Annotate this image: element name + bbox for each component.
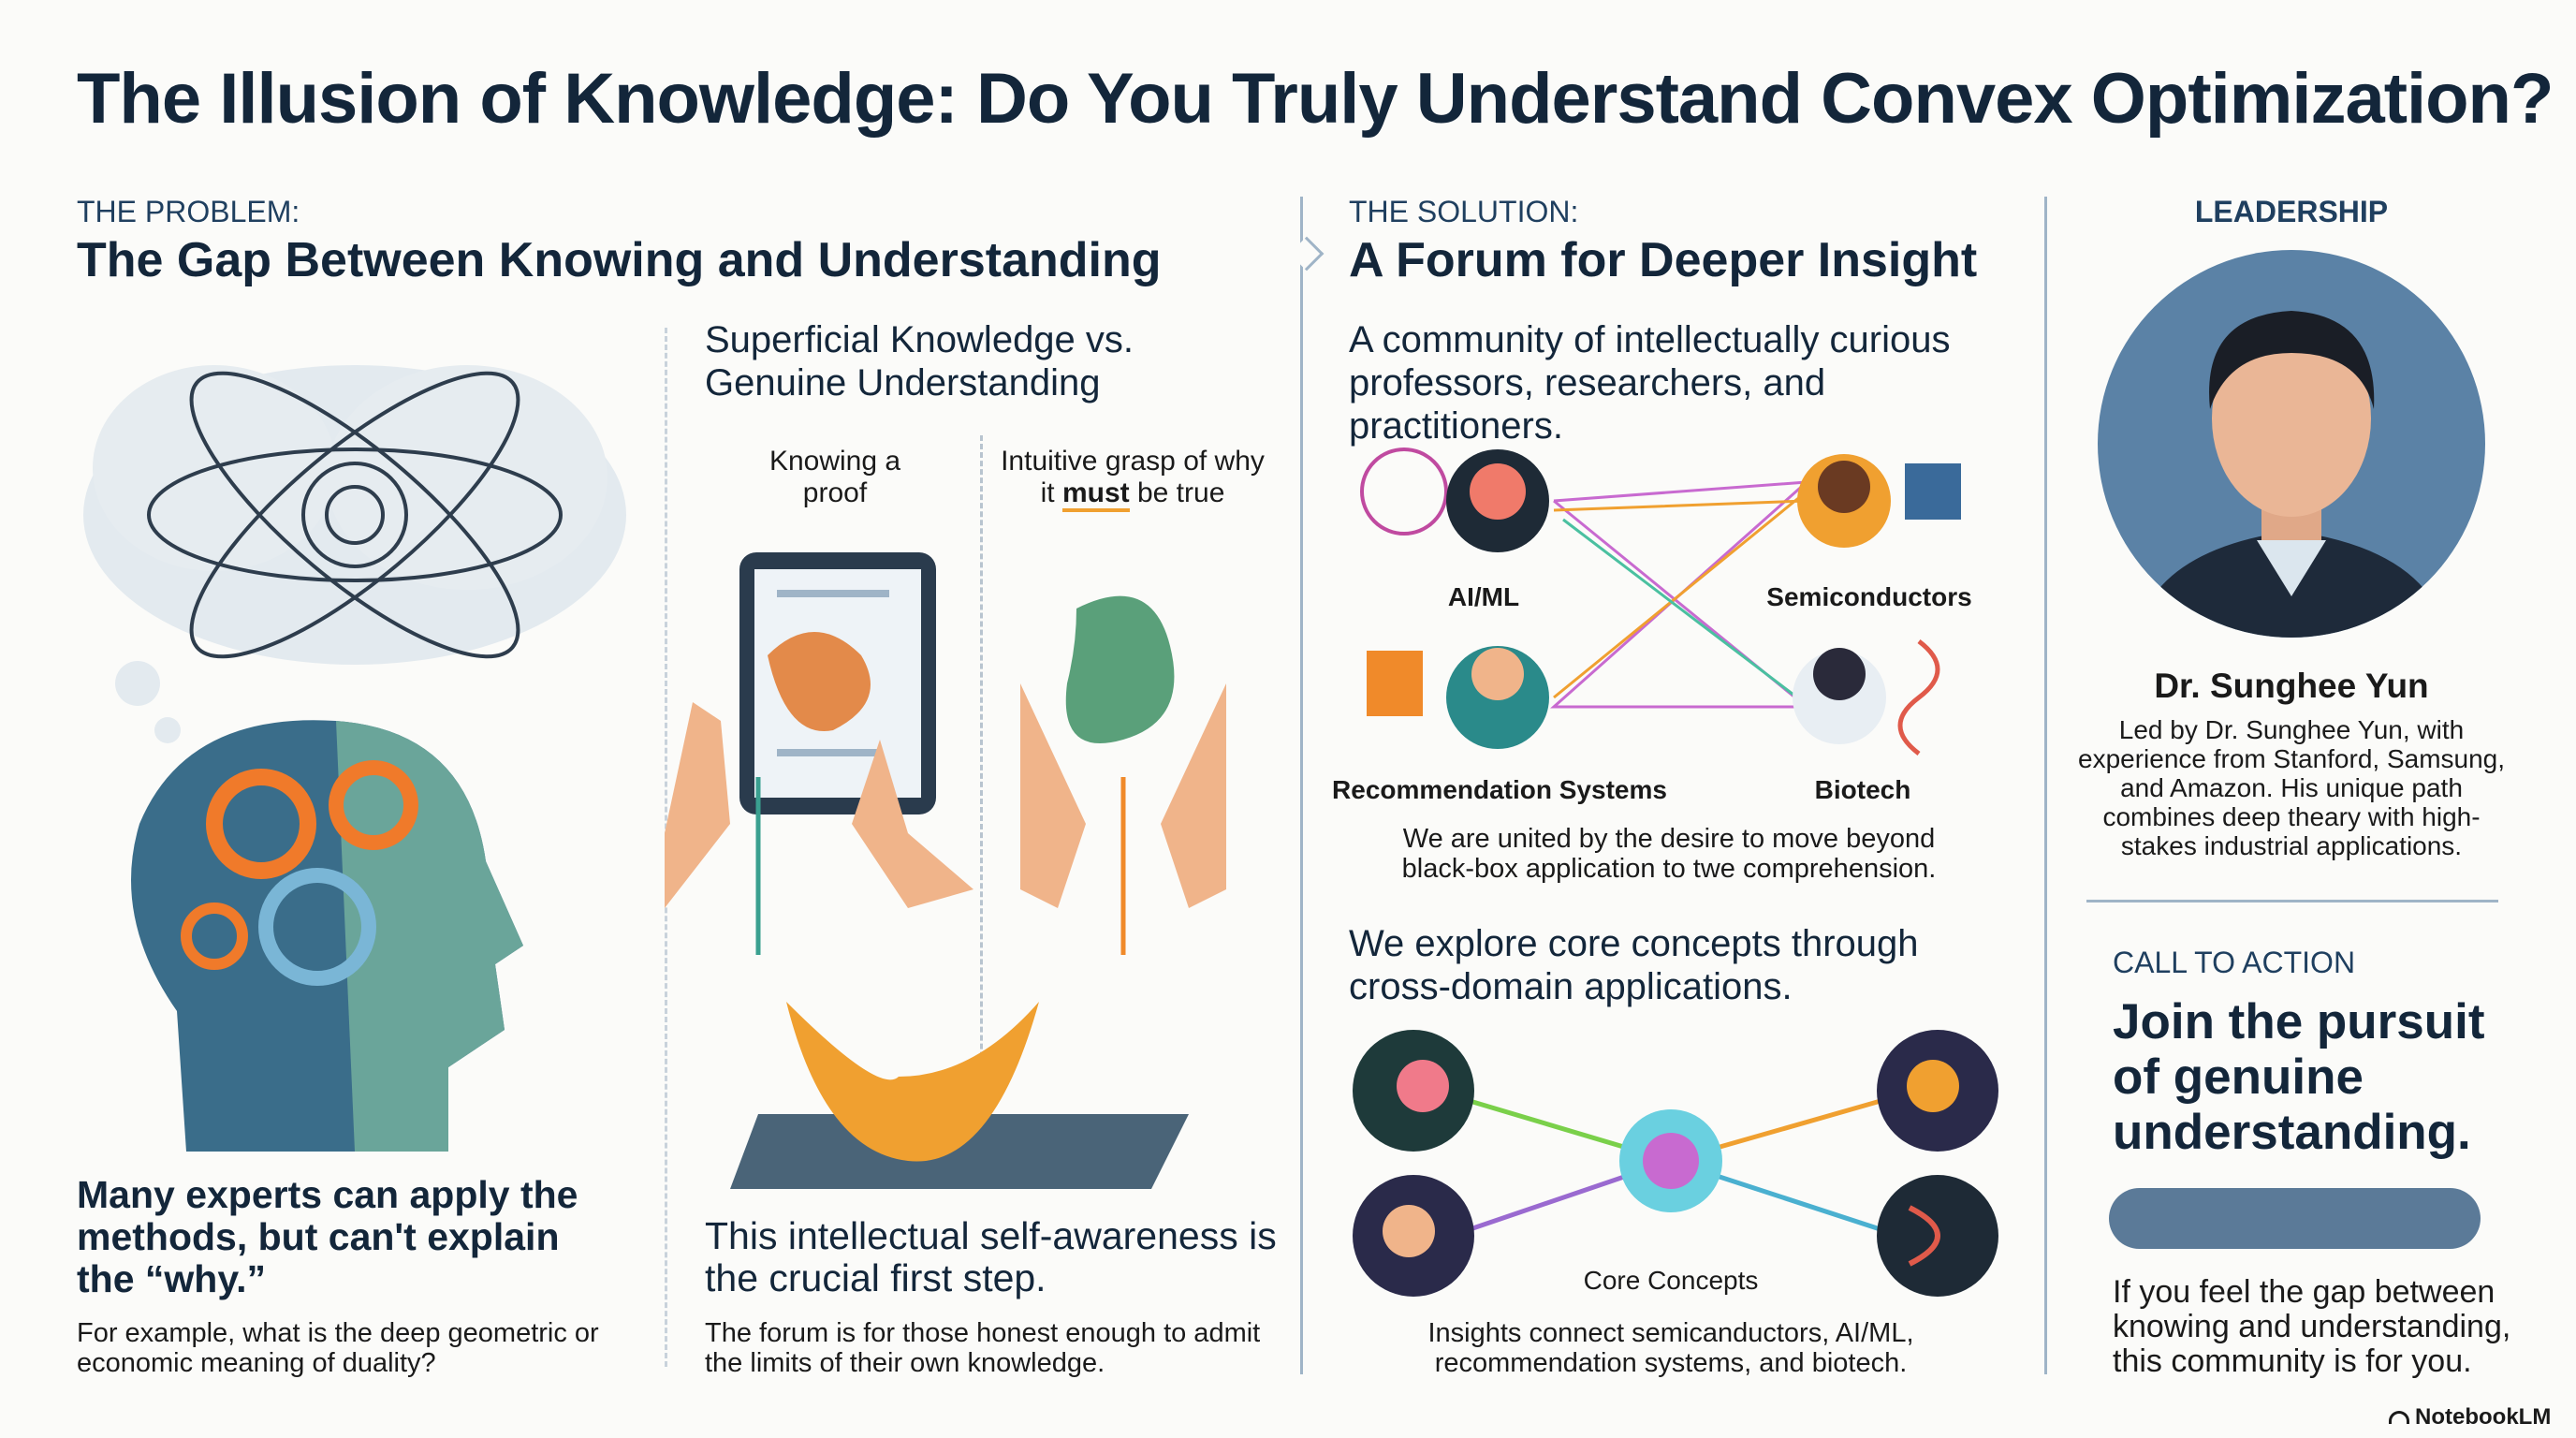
- united-text: We are united by the desire to move beyo…: [1401, 824, 1937, 884]
- intuitive-caption: Intuitive grasp of why it must be true: [992, 446, 1273, 512]
- core-concepts-label: Core Concepts: [1583, 1266, 1759, 1295]
- core-concepts-illustration: [1353, 1030, 1998, 1297]
- domain-label-semiconductors: Semiconductors: [1766, 582, 1972, 611]
- cta-headline: Join the pursuit of genuine understandin…: [2113, 994, 2485, 1160]
- self-awareness-body: The forum is for those honest enough to …: [705, 1318, 1261, 1378]
- domain-label-aiml: AI/ML: [1447, 582, 1520, 611]
- domain-label-recsys: Recommendation Systems: [1332, 775, 1667, 804]
- self-awareness-headline: This intellectual self-awareness is the …: [705, 1214, 1277, 1299]
- leader-name: Dr. Sunghee Yun: [2154, 667, 2429, 705]
- neural-network-icon: [1360, 448, 1448, 536]
- portrait-avatar: [2098, 250, 2485, 638]
- problem-example: For example, what is the deep geometric …: [77, 1318, 599, 1378]
- thought-brain-illustration: [83, 365, 626, 1152]
- community-text: A community of intellectually curious pr…: [1349, 319, 1951, 447]
- problem-label: THE PROBLEM:: [77, 195, 300, 228]
- cta-label: CALL TO ACTION: [2113, 946, 2356, 979]
- shape-in-hands-icon: [1020, 595, 1226, 908]
- bar-chart-icon: [1367, 651, 1423, 716]
- cta-body: If you feel the gap between knowing and …: [2113, 1274, 2511, 1379]
- notebooklm-logo-icon: [2389, 1411, 2409, 1424]
- convex-bowl-icon: [730, 777, 1189, 1189]
- thought-cloud-icon: [83, 365, 626, 743]
- dna-icon: [1897, 639, 1940, 756]
- leader-bio: Led by Dr. Sunghee Yun, with experience …: [2078, 715, 2506, 860]
- knowing-caption: Knowing a proof: [768, 446, 901, 508]
- leadership-label: LEADERSHIP: [2194, 195, 2389, 228]
- tablet-icon: [665, 552, 973, 908]
- problem-headline: Many experts can apply the methods, but …: [77, 1173, 578, 1300]
- insights-text: Insights connect semicanductors, AI/ML, …: [1427, 1318, 1914, 1378]
- chip-icon: [1905, 463, 1961, 520]
- gear-head-icon: [131, 720, 523, 1152]
- join-button[interactable]: [2109, 1188, 2481, 1249]
- solution-heading: A Forum for Deeper Insight: [1349, 233, 1978, 287]
- section-divider: [2044, 197, 2047, 1374]
- domain-network-illustration: [1360, 448, 1961, 756]
- solution-label: THE SOLUTION:: [1349, 195, 1579, 228]
- domain-label-biotech: Biotech: [1814, 775, 1911, 804]
- problem-heading: The Gap Between Knowing and Understandin…: [77, 233, 1162, 287]
- page-title: The Illusion of Knowledge: Do You Truly …: [77, 59, 2554, 139]
- comparison-heading: Superficial Knowledge vs. Genuine Unders…: [705, 319, 1134, 404]
- comparison-divider: [980, 435, 983, 1184]
- notebooklm-brand: NotebookLM: [2389, 1404, 2551, 1431]
- knowledge-comparison-illustration: [665, 552, 1226, 1189]
- divider: [2086, 900, 2498, 902]
- section-divider: [1300, 197, 1303, 1374]
- explore-text: We explore core concepts through cross-d…: [1349, 923, 1919, 1007]
- chevron-right-icon: [1289, 236, 1325, 271]
